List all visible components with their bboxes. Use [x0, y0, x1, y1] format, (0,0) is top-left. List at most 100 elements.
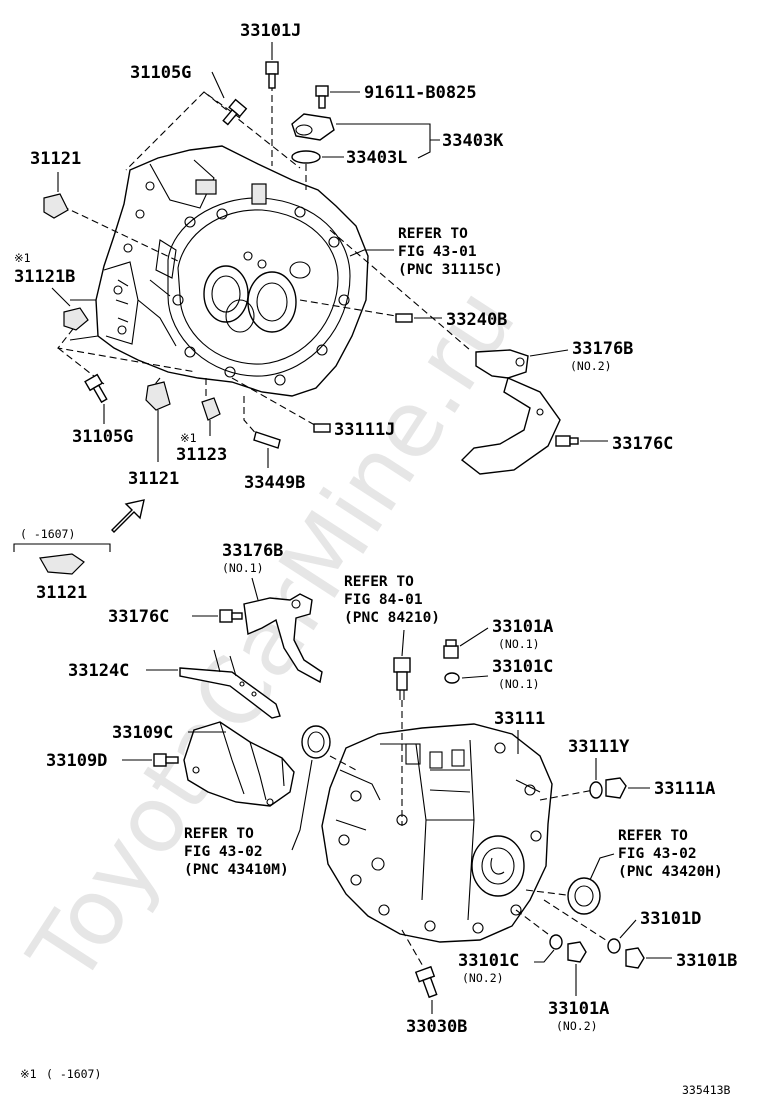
label-33176B-no1: 33176B — [222, 541, 283, 561]
leader-33101D — [619, 919, 637, 939]
label-33449B: 33449B — [244, 473, 305, 493]
bolt-33030B-part — [414, 965, 438, 999]
mount-31121-mid-part — [145, 381, 171, 411]
label-31121-bottom: 31121 — [36, 583, 87, 603]
label-33176B-no2: 33176B — [572, 339, 633, 359]
label-33101A-no1: 33101A — [492, 617, 553, 637]
refer-43-02-m-line2: FIG 43-02 — [184, 844, 263, 860]
note-33176B-no1: (NO.1) — [222, 561, 264, 575]
label-91611-B0825: 91611-B0825 — [364, 83, 477, 103]
note-33176B-no2: (NO.2) — [570, 359, 612, 373]
note-33101C-no1: (NO.1) — [498, 677, 540, 691]
refer-43-01-line1: REFER TO — [398, 226, 468, 242]
bolt-91611-part — [315, 85, 329, 109]
pin-33240B-part — [395, 313, 413, 323]
leader-33101C-no1 — [461, 675, 489, 679]
clip-33449B-part — [253, 431, 281, 449]
bolt-33176C-top-part — [555, 435, 579, 447]
leader-refer-43-02-h — [589, 853, 615, 881]
mount-31121B-part — [63, 307, 89, 331]
bracket-33176B-no2-part — [460, 349, 561, 475]
bottom-guide-lines — [329, 700, 613, 969]
refer-43-02-h-line1: REFER TO — [618, 828, 688, 844]
transmission-housing-drawing — [69, 145, 369, 397]
speed-sensor-part — [393, 657, 411, 700]
leader-33176B-no2 — [529, 349, 569, 357]
label-33403K: 33403K — [442, 131, 504, 151]
mark-31121B: ※1 — [14, 251, 31, 265]
label-33109D: 33109D — [46, 751, 107, 771]
mount-31121-top-part — [43, 193, 69, 219]
footnote-range: ( -1607) — [46, 1067, 101, 1081]
gasket-33101C-no1-part — [444, 672, 460, 684]
refer-43-02-h-line3: (PNC 43420H) — [618, 864, 723, 880]
label-33240B: 33240B — [446, 310, 507, 330]
bolt-31105G-top-part — [222, 98, 248, 126]
label-33101J: 33101J — [240, 21, 301, 41]
label-31121-mid: 31121 — [128, 469, 179, 489]
mark-31123: ※1 — [180, 431, 197, 445]
pin-33111J-part — [313, 423, 331, 433]
range-bracket-line — [13, 543, 111, 552]
label-31105G-bottom: 31105G — [72, 427, 133, 447]
rod-33124C-part — [179, 649, 281, 719]
label-33403L: 33403L — [346, 148, 407, 168]
plug-33101J-part — [265, 61, 279, 89]
bolt-31105G-bottom-part — [84, 373, 108, 404]
note-33101A-no1: (NO.1) — [498, 637, 540, 651]
transaxle-case-drawing — [321, 723, 553, 943]
label-33111A: 33111A — [654, 779, 715, 799]
note-33101A-no2: (NO.2) — [556, 1019, 598, 1033]
mount-31121-bottom-part — [39, 553, 85, 575]
label-31105G-top: 31105G — [130, 63, 191, 83]
label-33109C: 33109C — [112, 723, 173, 743]
leader-31105G-top — [211, 71, 225, 99]
refer-43-02-m-line1: REFER TO — [184, 826, 254, 842]
refer-43-02-m-line3: (PNC 43410M) — [184, 862, 289, 878]
label-31121B: 31121B — [14, 267, 75, 287]
plug-33101B-part — [625, 947, 645, 969]
refer-43-02-h-line2: FIG 43-02 — [618, 846, 697, 862]
leader-refer-84-01 — [401, 629, 405, 657]
label-33111: 33111 — [494, 709, 545, 729]
oring-33403L-part — [291, 150, 321, 164]
plug-33101A-no1-part — [443, 639, 459, 659]
leader-33101C-no2 — [534, 949, 555, 963]
plug-33111A-part — [605, 777, 627, 799]
label-31121-top: 31121 — [30, 149, 81, 169]
note-33101C-no2: (NO.2) — [462, 971, 504, 985]
gasket-33101D-part — [607, 938, 621, 954]
mount-31123-part — [201, 397, 221, 421]
cover-33109C-part — [183, 721, 295, 807]
leader-refer-43-02-m — [291, 759, 313, 851]
leader-33176B-no1 — [251, 577, 259, 601]
plug-33101A-no2-part — [567, 941, 587, 963]
bracket-33176B-no1-part — [243, 593, 323, 684]
leader-33101A-no1 — [459, 627, 489, 647]
label-31123: 31123 — [176, 445, 227, 465]
refer-43-01-line2: FIG 43-01 — [398, 244, 477, 260]
label-33176C-top: 33176C — [612, 434, 673, 454]
gasket-33101C-no2-part — [549, 934, 563, 950]
refer-84-01-line3: (PNC 84210) — [344, 610, 440, 626]
label-33101C-no1: 33101C — [492, 657, 553, 677]
bolt-33109D-part — [153, 753, 179, 767]
bolt-33176C-bottom-part — [219, 609, 243, 623]
footnote-mark: ※1 — [20, 1067, 37, 1081]
bracket-33403K-part — [291, 113, 335, 141]
leader-refer-43-01 — [349, 249, 394, 257]
refer-84-01-line2: FIG 84-01 — [344, 592, 423, 608]
label-33101B: 33101B — [676, 951, 737, 971]
oil-seal-left-part — [301, 725, 331, 759]
leader-33403K — [336, 123, 440, 159]
oil-seal-right-part — [567, 877, 601, 915]
refer-43-01-line3: (PNC 31115C) — [398, 262, 503, 278]
label-33101C-no2: 33101C — [458, 951, 519, 971]
leader-31121B — [51, 287, 71, 307]
label-33176C-bottom: 33176C — [108, 607, 169, 627]
refer-84-01-line1: REFER TO — [344, 574, 414, 590]
diagram-id: 335413B — [682, 1083, 731, 1097]
gasket-33111Y-part — [589, 781, 603, 799]
label-33111J: 33111J — [334, 420, 395, 440]
